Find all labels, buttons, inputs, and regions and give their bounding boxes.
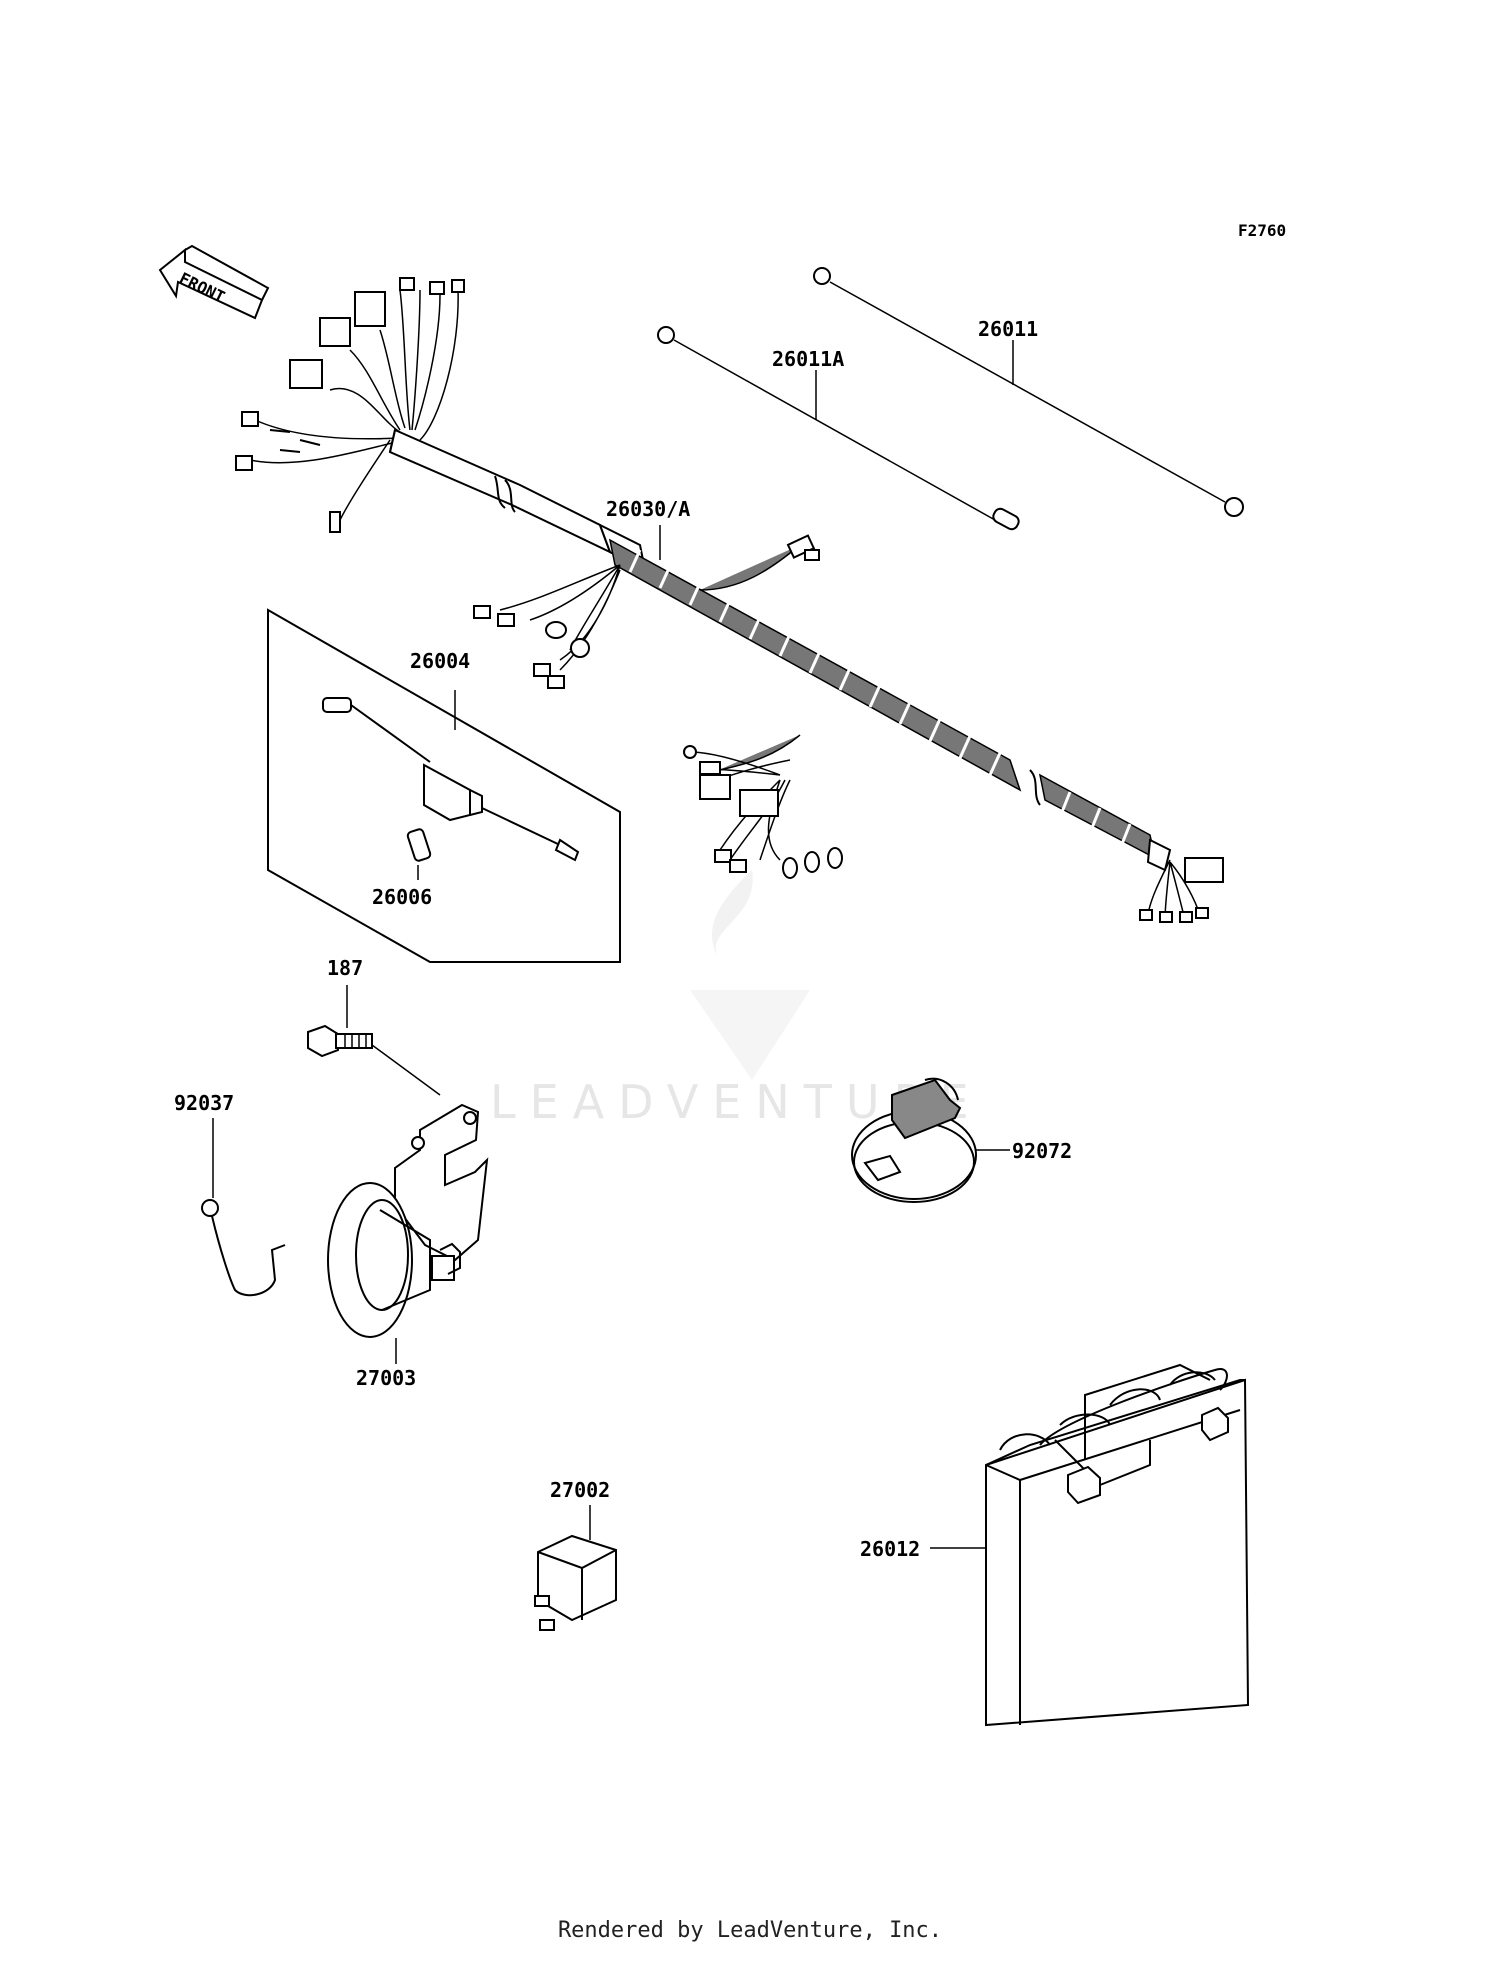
label-92072: 92072	[1012, 1139, 1072, 1163]
footer-credit: Rendered by LeadVenture, Inc.	[557, 1918, 943, 1943]
label-187: 187	[327, 956, 363, 980]
label-26006: 26006	[372, 885, 432, 909]
label-26011a: 26011A	[772, 347, 844, 371]
clamp-92072	[851, 1077, 977, 1203]
label-26011: 26011	[978, 317, 1038, 341]
label-92037: 92037	[174, 1091, 234, 1115]
clip-92037	[201, 1199, 286, 1297]
horn-27003	[327, 1103, 489, 1338]
label-27002: 27002	[550, 1478, 610, 1502]
battery-lead-26011a	[657, 326, 1020, 531]
fuse-kit-box-26004	[267, 608, 621, 963]
watermark-text: LEADVENTURE	[490, 1075, 983, 1129]
label-26004: 26004	[410, 649, 470, 673]
main-harness-26030a	[235, 277, 1224, 923]
battery-lead-26011	[813, 267, 1244, 517]
front-arrow-icon: FRONT	[158, 244, 270, 320]
battery-26012	[985, 1363, 1250, 1727]
bolt-187	[307, 1024, 441, 1096]
label-26012: 26012	[860, 1537, 920, 1561]
figure-code: F2760	[1238, 221, 1286, 240]
watermark-logo	[690, 870, 810, 1080]
label-26030a: 26030/A	[606, 497, 690, 521]
label-27003: 27003	[356, 1366, 416, 1390]
relay-27002	[534, 1534, 617, 1631]
